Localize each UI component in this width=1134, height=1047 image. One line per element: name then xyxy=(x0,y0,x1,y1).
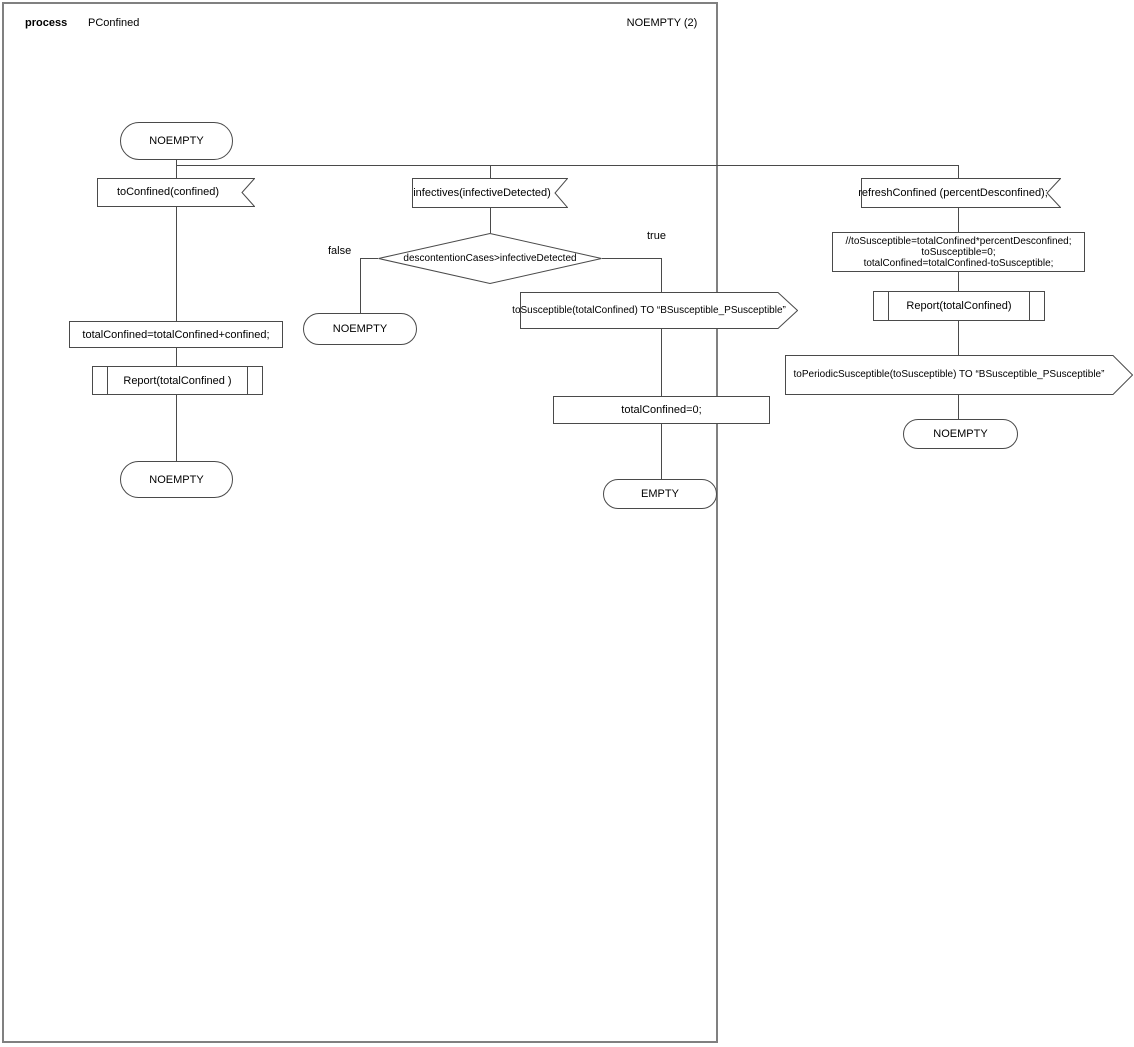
state-label: NOEMPTY xyxy=(149,135,204,147)
procedure-label: Report(totalConfined ) xyxy=(123,374,232,387)
input-signal-icon xyxy=(861,178,1061,208)
state-label: NOEMPTY xyxy=(149,473,204,486)
state-label: NOEMPTY xyxy=(332,323,388,335)
input-label: infectives(infectiveDetected) xyxy=(413,186,551,199)
state-noempty-start: NOEMPTY xyxy=(120,122,233,160)
input-signal-icon xyxy=(412,178,568,208)
state-label: NOEMPTY xyxy=(933,428,988,440)
procedure-bar-left xyxy=(888,292,889,320)
connector-left-task-proc xyxy=(176,348,177,366)
procedure-label: Report(totalConfined) xyxy=(906,300,1012,312)
task-label: totalConfined=0; xyxy=(621,404,702,416)
connector-left-proc-state xyxy=(176,395,177,461)
connector-right-proc-output xyxy=(958,321,959,355)
input-signal-icon xyxy=(97,178,255,207)
connector-mid-task-empty xyxy=(661,424,662,479)
process-name: PConfined xyxy=(88,17,140,29)
page-reference-label: NOEMPTY (2) xyxy=(626,17,698,29)
task-line: //toSusceptible=totalConfined*percentDes… xyxy=(845,235,1072,247)
procedure-bar-left xyxy=(107,367,108,394)
task-accumulate-confined: totalConfined=totalConfined+confined; xyxy=(69,321,283,348)
connector-bus-to-infectives xyxy=(490,165,491,178)
state-noempty-right: NOEMPTY xyxy=(903,419,1018,449)
output-tosusceptible: toSusceptible(totalConfined) TO “BSuscep… xyxy=(512,292,798,329)
task-line: totalConfined=totalConfined-toSusceptibl… xyxy=(863,257,1054,269)
input-refreshconfined: refreshConfined (percentDesconfined); xyxy=(858,178,1061,208)
connector-false-horizontal xyxy=(360,258,378,259)
task-line: toSusceptible=0; xyxy=(921,246,996,258)
procedure-report-right: Report(totalConfined) xyxy=(873,291,1045,321)
task-reset-totalconfined: totalConfined=0; xyxy=(553,396,770,424)
decision-true-label: true xyxy=(647,230,666,242)
output-signal-icon xyxy=(785,355,1133,395)
input-infectives: infectives(infectiveDetected) xyxy=(412,178,568,208)
output-label: toPeriodicSusceptible(toSusceptible) TO … xyxy=(793,369,1105,381)
state-empty: EMPTY xyxy=(603,479,717,509)
input-label: toConfined(confined) xyxy=(116,186,220,199)
output-label: toSusceptible(totalConfined) TO “BSuscep… xyxy=(512,304,786,316)
state-label: EMPTY xyxy=(641,488,679,500)
procedure-report-left: Report(totalConfined ) xyxy=(92,366,263,395)
connector-right-task-proc xyxy=(958,272,959,291)
diagram-kind-label: process xyxy=(25,17,68,29)
state-noempty-left: NOEMPTY xyxy=(120,461,233,498)
decision-false-label: false xyxy=(328,245,352,257)
connector-left-input-task xyxy=(176,207,177,321)
procedure-bar-right xyxy=(1029,292,1030,320)
output-toperiodicsusceptible: toPeriodicSusceptible(toSusceptible) TO … xyxy=(785,355,1133,395)
task-compute-susceptible: //toSusceptible=totalConfined*percentDes… xyxy=(832,232,1085,272)
decision-diamond-icon xyxy=(378,233,602,284)
task-label: totalConfined=totalConfined+confined; xyxy=(82,328,270,341)
connector-mid-input-decision xyxy=(490,208,491,233)
connector-true-horizontal xyxy=(602,258,661,259)
input-toconfined: toConfined(confined) xyxy=(97,178,255,207)
connector-right-output-state xyxy=(958,395,959,419)
connector-branch-bus xyxy=(176,165,958,166)
state-noempty-false: NOEMPTY xyxy=(303,313,417,345)
connector-bus-to-refresh xyxy=(958,165,959,178)
connector-start-down xyxy=(176,160,177,178)
decision-label: descontentionCases>infectiveDetected xyxy=(403,252,577,264)
connector-right-input-task xyxy=(958,208,959,232)
decision-descontention: descontentionCases>infectiveDetected xyxy=(378,233,602,284)
connector-true-vertical xyxy=(661,258,662,292)
connector-mid-output-task xyxy=(661,329,662,396)
input-label: refreshConfined (percentDesconfined); xyxy=(858,186,1048,199)
diagram-frame xyxy=(2,2,718,1043)
connector-false-vertical xyxy=(360,258,361,313)
output-signal-icon xyxy=(520,292,798,329)
procedure-bar-right xyxy=(247,367,248,394)
